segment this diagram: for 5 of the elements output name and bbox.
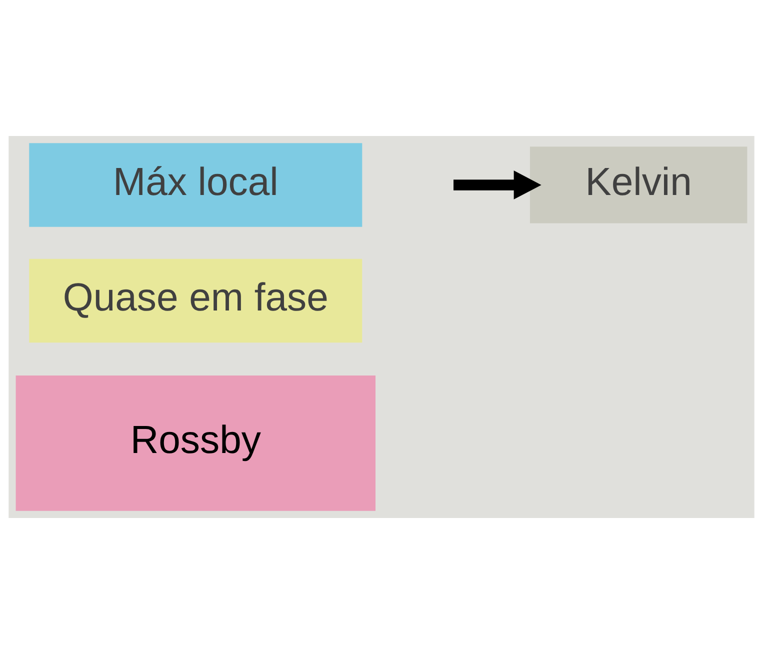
- node-box: Rossby: [16, 375, 376, 510]
- node-box: Kelvin: [530, 146, 748, 223]
- node-box: Quase em fase: [29, 258, 362, 342]
- arrow: [454, 170, 542, 199]
- node-box: Máx local: [29, 142, 362, 226]
